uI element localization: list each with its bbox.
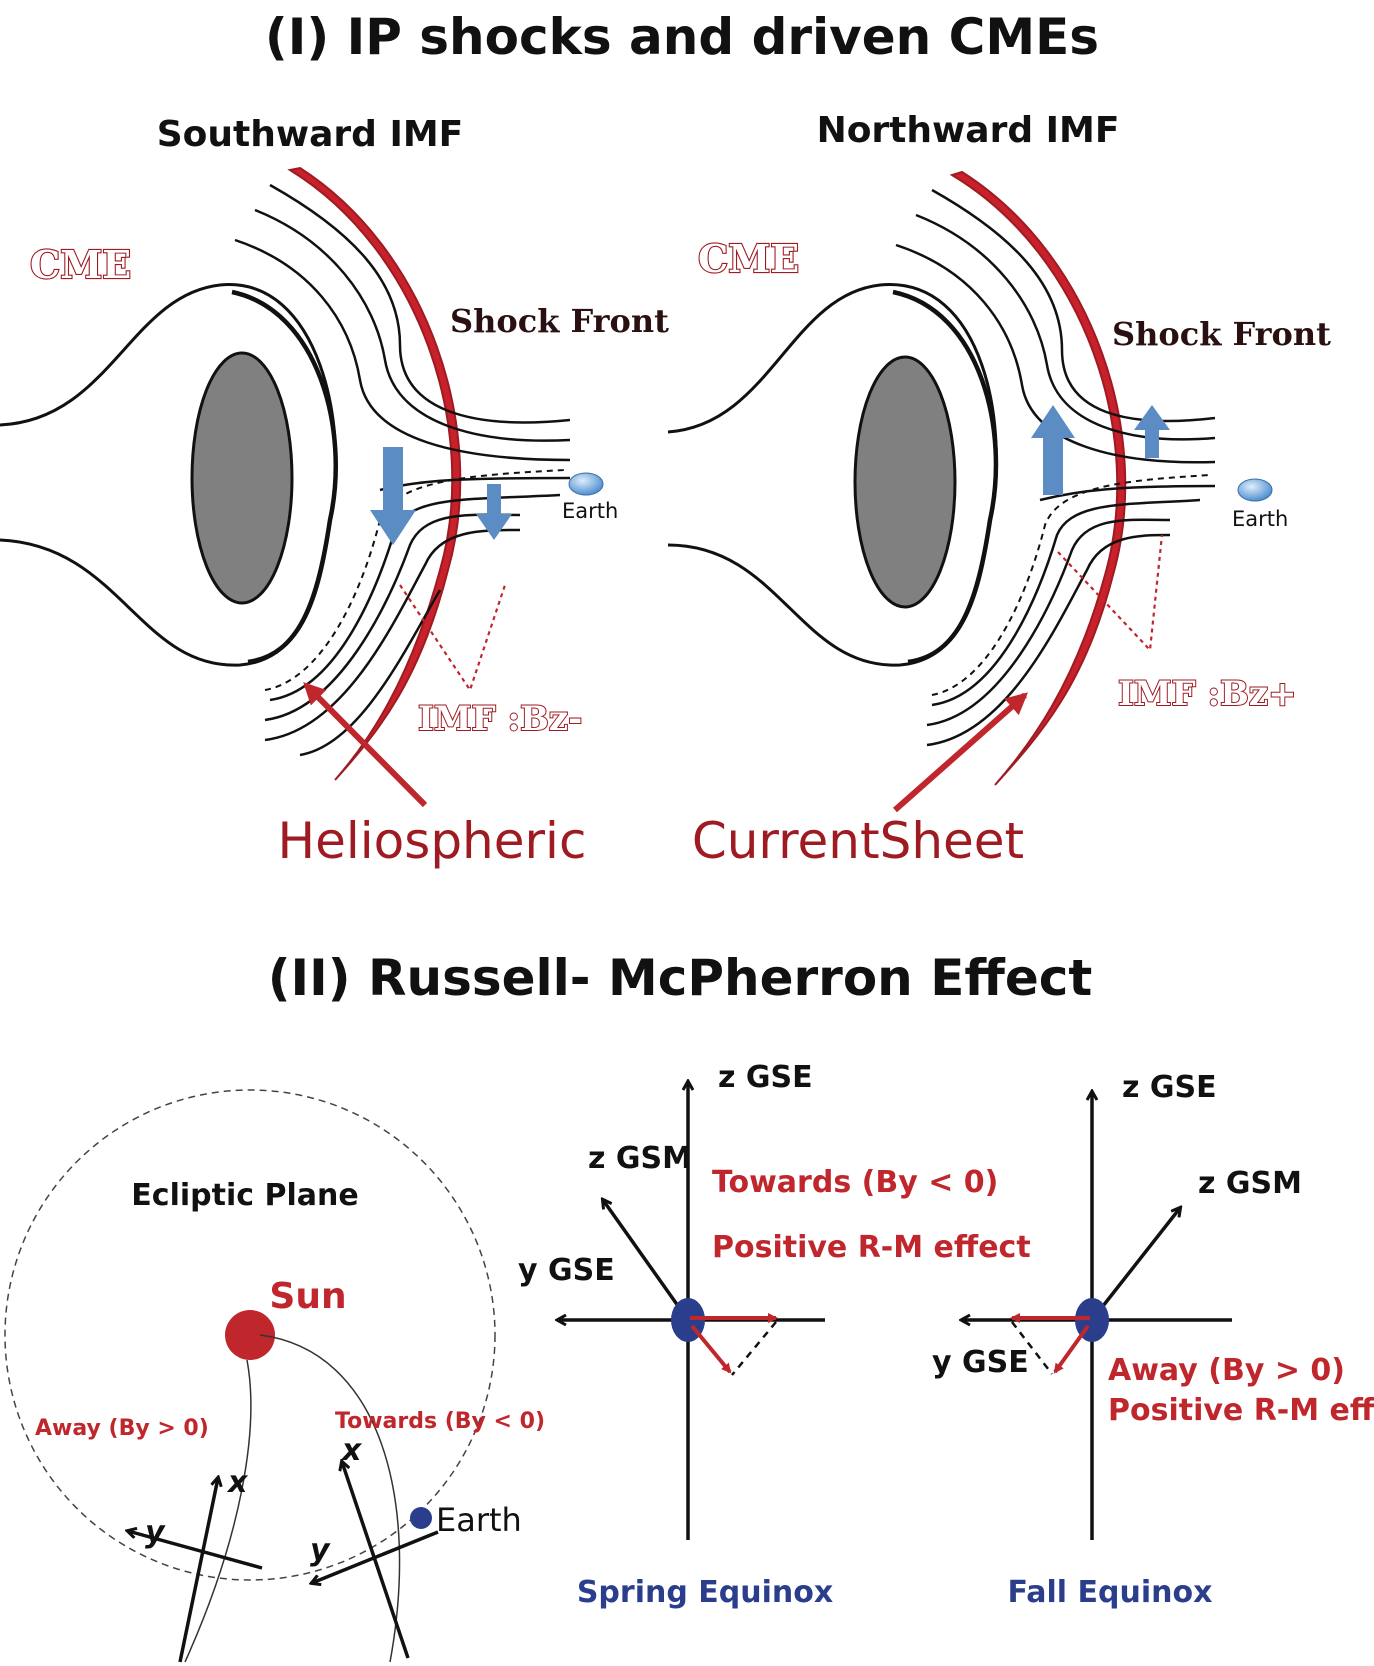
earth-left — [568, 472, 604, 496]
fall-away-label: Away (By > 0) — [1108, 1353, 1345, 1388]
spring-z-gse-label: z GSE — [718, 1060, 813, 1095]
fall-positive-rm-label: Positive R-M effect — [1108, 1393, 1374, 1428]
blue-arrow-up-2-right — [1134, 405, 1170, 458]
fall-equinox-diagram: z GSE z GSM y GSE Away (By > 0) Positive… — [932, 1070, 1374, 1610]
southward-imf-panel: Southward IMF CME Shock Front Earth I — [0, 114, 669, 808]
shock-front-right — [949, 170, 1127, 786]
sun-label: Sun — [269, 1276, 346, 1317]
fall-projection-dashed — [1011, 1321, 1053, 1375]
imf-pointer-right — [1057, 534, 1164, 653]
blue-arrow-up-1-right — [1031, 405, 1075, 495]
hcs-label-part2: CurrentSheet — [692, 812, 1024, 870]
cme-core-left — [190, 351, 294, 605]
hcs-label-part1: Heliospheric — [278, 812, 587, 870]
ecliptic-y-label-2: y — [310, 1533, 331, 1568]
imf-pointer-left — [399, 584, 507, 693]
spring-y-gse-label: y GSE — [518, 1253, 615, 1288]
ecliptic-x-axis-1 — [178, 1478, 218, 1663]
imf-label-right: IMF :Bz+ — [1118, 674, 1297, 714]
current-sheet-right — [931, 474, 1211, 696]
spring-z-gsm-label: z GSM — [588, 1141, 692, 1176]
ecliptic-label: Ecliptic Plane — [131, 1178, 358, 1213]
fall-z-gsm-axis — [1090, 1208, 1180, 1322]
fall-y-gse-label: y GSE — [932, 1345, 1029, 1380]
ecliptic-y-axis-1 — [128, 1531, 263, 1570]
cme-core-right — [853, 355, 957, 609]
ecliptic-orbit — [4, 1089, 496, 1581]
spring-z-gsm-axis — [603, 1200, 690, 1322]
blue-arrow-down-2-left — [476, 484, 512, 540]
cme-boundary-right — [892, 289, 999, 665]
southward-imf-heading: Southward IMF — [157, 114, 464, 155]
shock-front-label-left: Shock Front — [450, 302, 669, 340]
spring-towards-label: Towards (By < 0) — [712, 1165, 998, 1200]
earth-label-right: Earth — [1232, 507, 1288, 531]
spring-positive-rm-label: Positive R-M effect — [712, 1230, 1031, 1265]
shock-front-label-right: Shock Front — [1112, 315, 1331, 353]
cme-label-right: CME — [698, 236, 799, 281]
fall-projected-vector — [1053, 1324, 1090, 1374]
hcs-arrow-right — [893, 692, 1028, 813]
ecliptic-x-label-2: x — [340, 1433, 363, 1468]
ecliptic-diagram: Ecliptic Plane Sun Away (By > 0) Towards… — [4, 1089, 545, 1663]
sun — [225, 1310, 275, 1360]
earth-ecliptic-label: Earth — [436, 1501, 522, 1539]
northward-imf-heading: Northward IMF — [817, 110, 1120, 151]
northward-imf-panel: Northward IMF CME Shock Front Earth IMF … — [667, 110, 1331, 813]
cme-label-left: CME — [30, 242, 131, 287]
spring-equinox-caption: Spring Equinox — [577, 1575, 833, 1610]
field-lines-right — [895, 188, 1216, 747]
fall-z-gsm-label: z GSM — [1198, 1166, 1302, 1201]
fall-equinox-caption: Fall Equinox — [1008, 1575, 1213, 1610]
ecliptic-x-label-1: x — [226, 1465, 249, 1500]
hcs-arrow-left — [303, 682, 428, 808]
spring-equinox-diagram: z GSE z GSM y GSE Towards (By < 0) Posit… — [518, 1060, 1031, 1610]
ecliptic-x-axis-2 — [342, 1462, 410, 1659]
earth-right — [1237, 478, 1273, 502]
ecliptic-y-axis-2 — [312, 1530, 439, 1583]
fall-z-gse-label: z GSE — [1122, 1070, 1217, 1105]
towards-label: Towards (By < 0) — [335, 1409, 545, 1434]
earth-ecliptic — [410, 1507, 432, 1529]
ecliptic-y-label-1: y — [145, 1515, 166, 1550]
blue-arrow-down-1-left — [370, 447, 416, 545]
shock-front-left — [287, 166, 462, 781]
cme-boundary-left — [231, 289, 338, 665]
earth-label-left: Earth — [562, 499, 618, 523]
spring-projection-dashed — [731, 1321, 777, 1376]
away-label: Away (By > 0) — [35, 1416, 209, 1441]
imf-label-left: IMF :Bz- — [418, 699, 582, 739]
section1-title: (I) IP shocks and driven CMEs — [265, 8, 1099, 66]
section2-title: (II) Russell- McPherron Effect — [268, 949, 1093, 1007]
spring-projected-vector — [690, 1324, 732, 1374]
spiral-field-away — [184, 1359, 252, 1663]
spiral-field-towards — [259, 1334, 401, 1663]
